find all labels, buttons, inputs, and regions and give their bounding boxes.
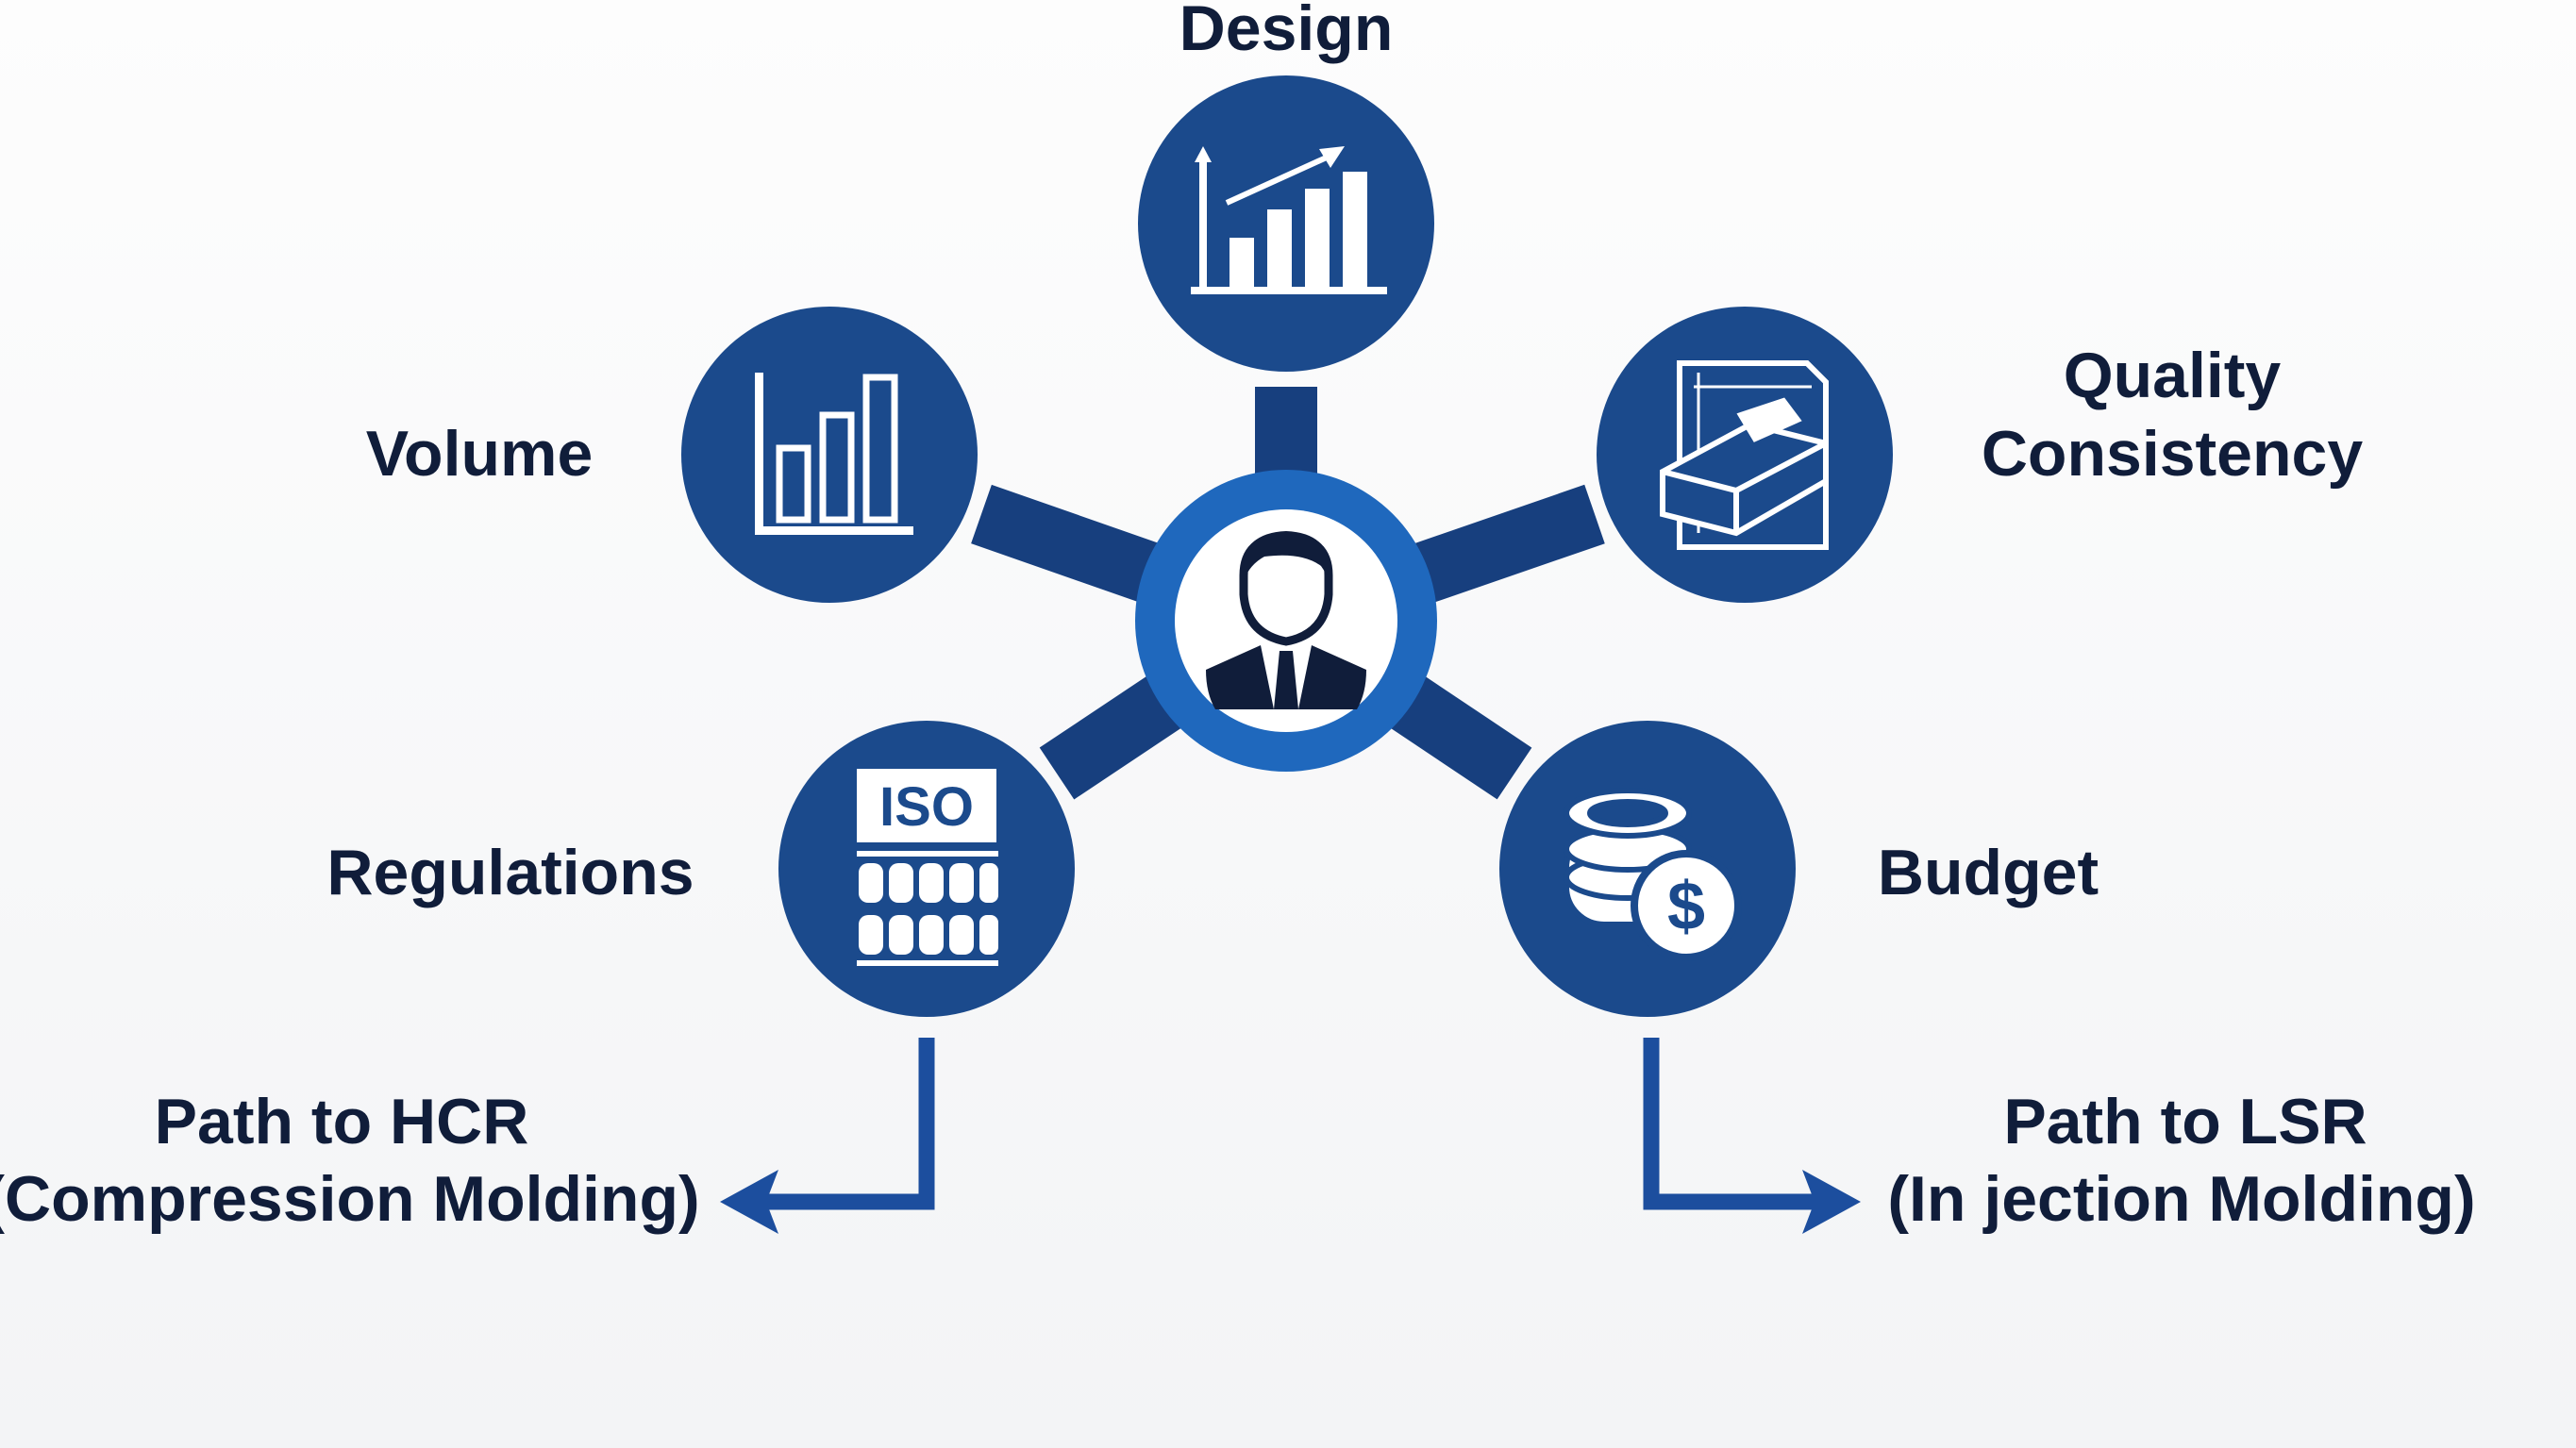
path-lsr-title: Path to LSR bbox=[2003, 1086, 2367, 1157]
svg-text:$: $ bbox=[1667, 869, 1705, 944]
rising-bar-chart-icon bbox=[1191, 146, 1387, 294]
path-hcr-subtitle: (Compression Molding) bbox=[0, 1163, 700, 1235]
center-node bbox=[1135, 470, 1437, 772]
node-regulations: ISO bbox=[778, 721, 1075, 1017]
arrow-lsr bbox=[1643, 1038, 1861, 1234]
coins-dollar-icon: $ bbox=[1564, 788, 1742, 961]
label-volume: Volume bbox=[366, 418, 594, 490]
path-hcr-title: Path to HCR bbox=[155, 1086, 529, 1157]
path-lsr-subtitle: (In jection Molding) bbox=[1887, 1163, 2475, 1235]
node-design bbox=[1138, 75, 1434, 372]
businessman-icon bbox=[1206, 531, 1366, 709]
bar-chart-icon bbox=[755, 373, 913, 535]
blueprint-part-icon bbox=[1660, 360, 1829, 550]
label-budget: Budget bbox=[1878, 837, 2099, 908]
iso-standard-icon: ISO bbox=[857, 769, 998, 966]
label-regulations: Regulations bbox=[326, 837, 694, 908]
node-budget: $ bbox=[1499, 721, 1796, 1017]
svg-text:ISO: ISO bbox=[879, 776, 974, 838]
arrow-hcr bbox=[720, 1038, 935, 1234]
label-quality: Quality bbox=[2064, 340, 2282, 411]
arrowhead-right-icon bbox=[1802, 1170, 1861, 1234]
label-design: Design bbox=[1179, 0, 1394, 64]
arrowhead-left-icon bbox=[720, 1170, 778, 1234]
node-volume bbox=[681, 307, 978, 603]
node-quality-consistency bbox=[1597, 307, 1893, 603]
label-consistency: Consistency bbox=[1982, 418, 2364, 490]
